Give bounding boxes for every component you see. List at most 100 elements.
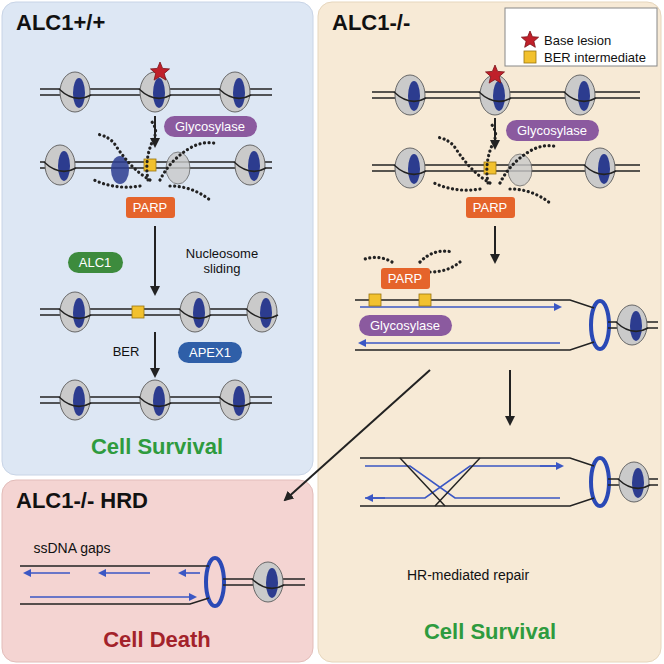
dna-wrap bbox=[44, 162, 76, 171]
template-strand bbox=[20, 598, 209, 604]
nascent-strand bbox=[540, 465, 562, 467]
par-chain bbox=[94, 180, 140, 187]
par-chain bbox=[434, 183, 480, 190]
template-strand bbox=[20, 565, 209, 567]
step-arrow bbox=[509, 370, 511, 424]
enzyme-oval: APEX1 bbox=[178, 342, 242, 363]
step-arrow bbox=[285, 370, 430, 500]
ber-intermediate-square bbox=[369, 294, 381, 306]
enzyme-label: Glycosylase bbox=[175, 119, 245, 134]
nascent-strand bbox=[367, 497, 385, 499]
histone-octamer bbox=[619, 462, 649, 502]
dna-wrap bbox=[479, 92, 511, 101]
par-chain bbox=[96, 134, 150, 180]
enzyme-oval: Glycosylase bbox=[359, 315, 452, 336]
histone-core bbox=[630, 311, 642, 341]
histone-octamer bbox=[220, 380, 250, 420]
histone-core bbox=[598, 154, 610, 184]
enzyme-box: PARP bbox=[466, 197, 515, 218]
enzyme-box: PARP bbox=[126, 197, 175, 218]
histone-octamer bbox=[565, 75, 595, 115]
histone-core bbox=[153, 386, 165, 416]
template-strand bbox=[360, 498, 594, 506]
histone-core bbox=[266, 568, 278, 598]
histone-core bbox=[233, 386, 245, 416]
histone-octamer bbox=[585, 148, 615, 188]
histone-core bbox=[73, 78, 85, 108]
histone-octamer bbox=[395, 75, 425, 115]
step-arrow bbox=[154, 332, 156, 376]
histone-core bbox=[73, 386, 85, 416]
histone-core bbox=[73, 298, 85, 328]
dna-wrap bbox=[234, 162, 266, 171]
panel-title: ALC1-/- bbox=[332, 10, 410, 35]
panel: ALC1-/-GlycosylasePARPPARPGlycosylase bbox=[318, 2, 661, 662]
nascent-strand bbox=[180, 572, 200, 574]
legend-box bbox=[505, 8, 657, 66]
enzyme-label: Glycosylase bbox=[370, 318, 440, 333]
par-chain bbox=[147, 122, 156, 180]
histone-octamer bbox=[60, 292, 90, 332]
step-arrow bbox=[154, 226, 156, 294]
panel-title: ALC1+/+ bbox=[16, 10, 105, 35]
legend-text: BER intermediate bbox=[544, 50, 646, 65]
dna-wrap bbox=[252, 579, 284, 588]
displaced-histone bbox=[166, 152, 190, 184]
par-chain bbox=[170, 186, 210, 200]
nascent-strand bbox=[25, 572, 70, 574]
dna-wrap bbox=[616, 322, 648, 331]
histone-octamer bbox=[220, 72, 250, 112]
step-note: Nucleosome sliding bbox=[177, 247, 267, 277]
dna-wrap bbox=[139, 89, 171, 98]
enzyme-label: Glycosylase bbox=[517, 123, 587, 138]
enzyme-oval: ALC1 bbox=[68, 252, 123, 273]
outcome-label: Cell Survival bbox=[91, 434, 223, 459]
par-chain bbox=[430, 262, 460, 272]
dna-wrap bbox=[59, 89, 91, 98]
histone-octamer bbox=[235, 145, 265, 185]
histone-core bbox=[248, 151, 260, 181]
enzyme-label: PARP bbox=[133, 200, 167, 215]
template-strand bbox=[355, 300, 594, 308]
ber-intermediate-square bbox=[132, 306, 144, 318]
histone-octamer bbox=[60, 72, 90, 112]
base-lesion-star bbox=[151, 62, 170, 80]
legend-text: Base lesion bbox=[544, 33, 611, 48]
histone-core bbox=[493, 81, 505, 111]
enzyme-label: APEX1 bbox=[189, 345, 231, 360]
step-note: BER bbox=[113, 345, 140, 360]
dna-wrap bbox=[219, 89, 251, 98]
process-note: ssDNA gaps bbox=[33, 540, 110, 556]
dna-wrap bbox=[59, 397, 91, 406]
histone-core bbox=[260, 298, 272, 328]
histone-octamer bbox=[45, 145, 75, 185]
enzyme-label: ALC1 bbox=[79, 255, 112, 270]
histone-octamer bbox=[140, 380, 170, 420]
histone-octamer bbox=[247, 292, 277, 332]
dna-wrap bbox=[59, 309, 91, 318]
histone-core bbox=[193, 298, 205, 328]
nascent-strand bbox=[360, 306, 560, 308]
dna-wrap bbox=[394, 165, 426, 174]
panel-ground bbox=[2, 480, 313, 662]
nascent-strand bbox=[360, 342, 560, 344]
enzyme-oval: Glycosylase bbox=[506, 120, 599, 141]
holliday-crossing bbox=[400, 458, 445, 506]
par-chain bbox=[160, 143, 218, 180]
histone-octamer bbox=[480, 75, 510, 115]
dna-wrap bbox=[179, 309, 211, 318]
dna-wrap bbox=[584, 165, 616, 174]
nascent-strand bbox=[365, 466, 560, 498]
enzyme-label: PARP bbox=[473, 200, 507, 215]
ber-intermediate-square bbox=[524, 51, 536, 63]
par-chain bbox=[510, 189, 550, 203]
histone-core bbox=[233, 78, 245, 108]
histone-core bbox=[632, 468, 644, 498]
par-chain bbox=[420, 251, 452, 262]
panel: ALC1+/+ GlycosylasePARP ALC1APEX1 bbox=[2, 2, 313, 475]
process-note: HR-mediated repair bbox=[407, 567, 529, 583]
histone-core bbox=[153, 78, 165, 108]
histone-core bbox=[578, 81, 590, 111]
histone-octamer bbox=[253, 562, 283, 602]
